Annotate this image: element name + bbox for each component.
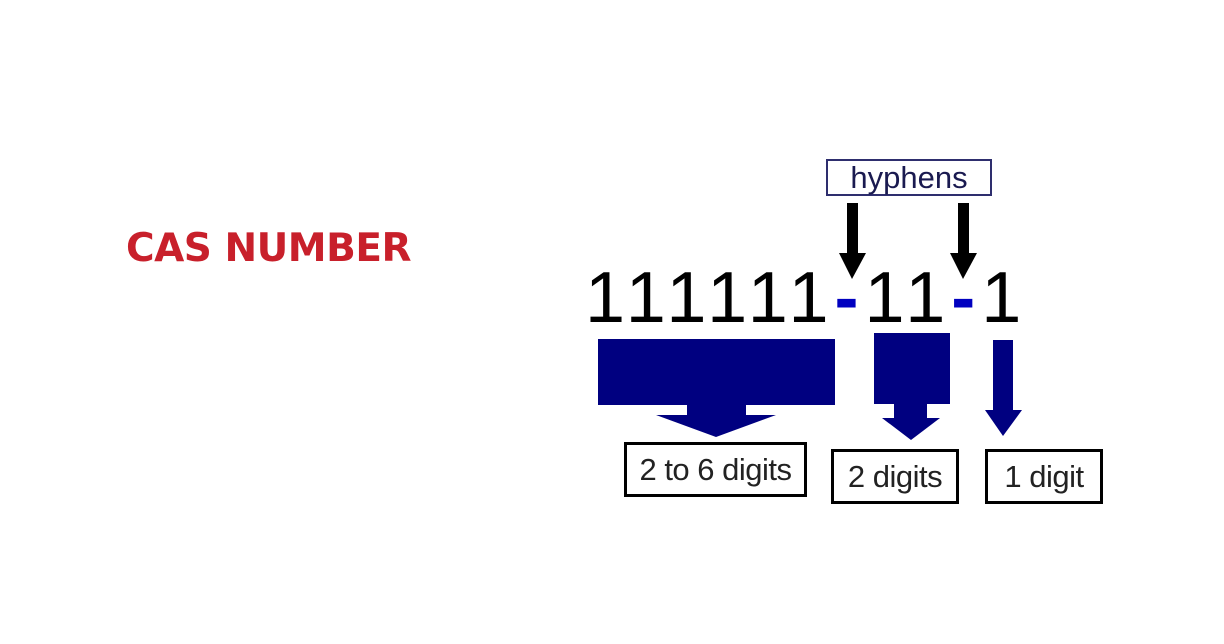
third-group-label-box: 1 digit: [985, 449, 1103, 504]
third-digit-group: 1: [981, 258, 1028, 338]
second-group-label: 2 digits: [847, 458, 943, 494]
second-group-label-box: 2 digits: [831, 449, 959, 504]
second-digit-group: 11: [864, 258, 952, 338]
second-group-block-arrow-icon: [874, 333, 950, 440]
hyphens-label: hyphens: [850, 159, 968, 195]
first-hyphen: -: [834, 258, 865, 338]
second-hyphen: -: [951, 258, 982, 338]
first-group-label: 2 to 6 digits: [639, 451, 792, 487]
cas-number-title: CAS NUMBER: [126, 226, 412, 271]
third-group-arrow-icon: [985, 340, 1022, 436]
hyphen-arrow-icon-2: [950, 203, 977, 279]
third-group-label: 1 digit: [1004, 458, 1084, 494]
first-digit-group: 111111: [585, 258, 835, 338]
first-group-block-arrow-icon: [598, 339, 835, 437]
first-group-label-box: 2 to 6 digits: [624, 442, 807, 497]
hyphens-label-box: hyphens: [826, 159, 992, 196]
hyphen-arrow-icon-1: [839, 203, 866, 279]
cas-format-example: 111111-11-1: [585, 262, 1027, 334]
